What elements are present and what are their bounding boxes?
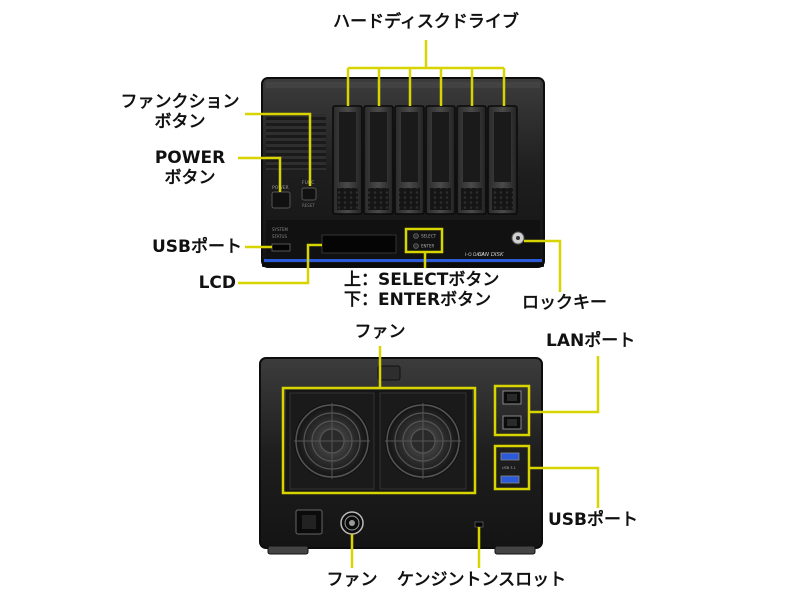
blue-accent-strip: [264, 259, 542, 262]
select-caption: SELECT: [421, 234, 437, 239]
select-button: [413, 233, 419, 239]
front-unit: POWER FUNC RESET: [261, 77, 545, 268]
rear-usb-ports: USB 3.1: [500, 452, 520, 484]
function-button-caption: FUNC: [302, 180, 314, 186]
label-hdd: ハードディスクドライブ: [333, 12, 519, 32]
label-fan-top: ファン: [354, 322, 406, 342]
reset-caption: RESET: [302, 203, 315, 208]
front-vent-grill: [266, 114, 326, 170]
label-function-button: ファンクション ボタン: [110, 92, 250, 133]
label-power-button: POWER ボタン: [140, 148, 240, 189]
label-usb-port-front: USBポート: [151, 237, 242, 257]
system-caption: SYSTEM: [272, 227, 288, 232]
power-button: [271, 191, 291, 209]
label-usb-port-rear: USBポート: [548, 510, 639, 530]
front-lower-panel: [266, 220, 540, 260]
hdd-bays: [332, 105, 518, 215]
label-select-line: 上：SELECTボタン: [344, 270, 500, 290]
label-function-button-line2: ボタン: [154, 112, 206, 133]
lcd-screen: [321, 234, 397, 254]
rear-usb-tag: USB 3.1: [502, 466, 516, 470]
rear-unit: USB 3.1: [259, 357, 543, 555]
label-enter-line: 下：ENTERボタン: [344, 290, 492, 311]
hdd-tray-3: [394, 105, 425, 215]
label-select-enter: 上：SELECTボタン 下：ENTERボタン: [344, 270, 514, 311]
lan-ports: [502, 390, 522, 430]
status-caption: STATUS: [272, 234, 287, 239]
function-button: [301, 187, 317, 201]
label-function-button-line1: ファンクション: [120, 92, 240, 112]
rear-fan-left: [289, 392, 375, 490]
label-power-button-line2: ボタン: [164, 168, 216, 189]
hdd-tray-5: [456, 105, 487, 215]
hdd-tray-2: [363, 105, 394, 215]
brand-text: I-O DATA: [465, 252, 486, 258]
label-fan-bottom: ファン: [326, 570, 378, 590]
brand-model-text: LAN DISK: [478, 252, 504, 258]
hdd-tray-1: [332, 105, 363, 215]
callout-lines: [238, 40, 600, 568]
label-lan-port: LANポート: [546, 331, 636, 351]
hdd-tray-4: [425, 105, 456, 215]
label-lcd: LCD: [198, 273, 236, 293]
kensington-slot: [474, 521, 484, 528]
front-usb-port: [271, 243, 291, 252]
hdd-tray-6: [487, 105, 518, 215]
label-kensington-slot: ケンジントンスロット: [397, 570, 567, 590]
label-power-button-line1: POWER: [154, 148, 226, 168]
rear-fan-right: [379, 392, 467, 490]
label-lock-key: ロックキー: [522, 293, 607, 313]
enter-button: [413, 243, 419, 249]
enter-caption: ENTER: [421, 244, 434, 249]
